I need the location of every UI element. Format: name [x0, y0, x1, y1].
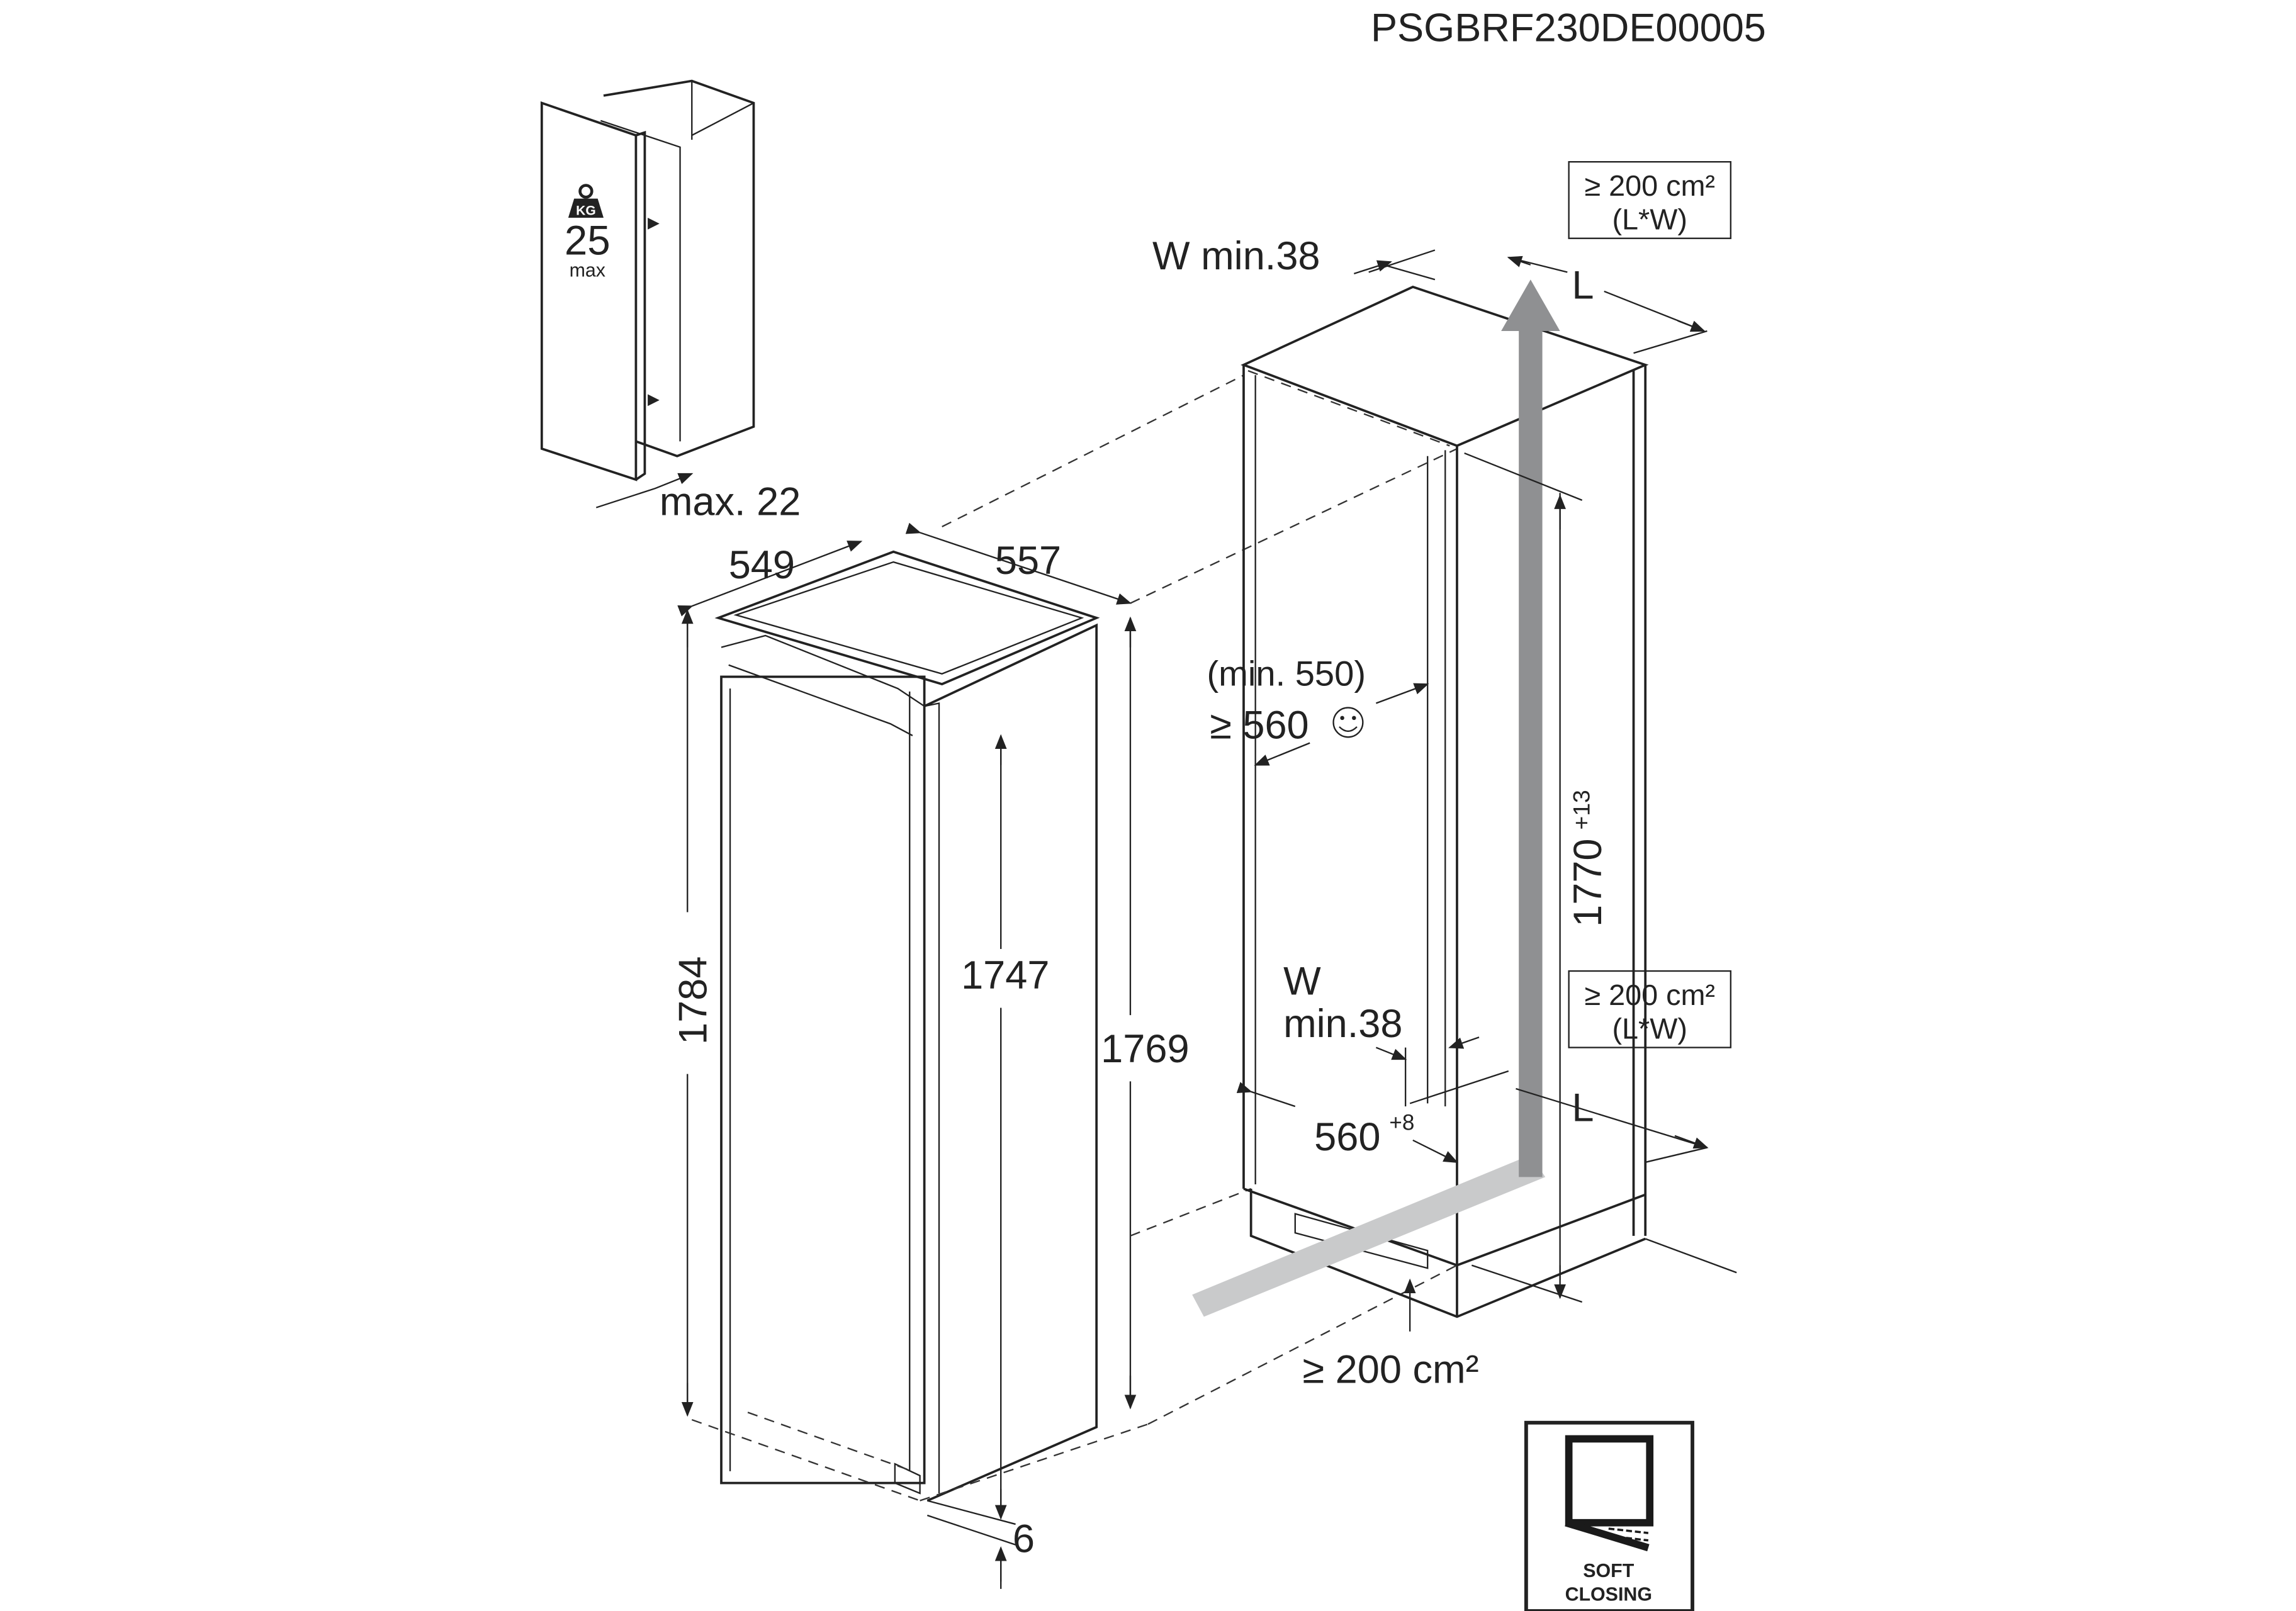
door-panel-illustration: KG 25 max max. 22 [540, 79, 801, 524]
weight-unit: max [570, 260, 605, 281]
niche-w-top: W min.38 [1152, 234, 1320, 278]
niche-height: 1770 [1566, 838, 1610, 926]
projection-lines [942, 374, 1458, 1425]
niche-width-tolerance: +8 [1389, 1111, 1414, 1135]
weight-icon-label: KG [576, 203, 596, 218]
badge-line2: CLOSING [1565, 1584, 1652, 1605]
vent-mid-area: ≥ 200 cm² [1584, 979, 1715, 1011]
niche-height-tolerance: +13 [1568, 790, 1594, 829]
niche-w-bottom-value: min.38 [1283, 1002, 1402, 1046]
door-max-thickness: max. 22 [660, 480, 801, 524]
weight-icon: KG [568, 184, 604, 218]
vent-top-box [1568, 161, 1731, 239]
niche-w-bottom-label: W [1283, 959, 1321, 1003]
vent-mid-box [1568, 970, 1731, 1048]
mount-arrow-icon [648, 218, 660, 407]
appliance-depth: 549 [729, 543, 795, 587]
niche-min-depth: ≥ 560 [1210, 704, 1308, 748]
vent-bottom-area: ≥ 200 cm² [1302, 1348, 1478, 1392]
appliance-height-side: 1769 [1101, 1027, 1189, 1071]
niche-width: 560 [1314, 1115, 1380, 1159]
niche-l-bottom: L [1572, 1086, 1594, 1130]
door-icon [1565, 1435, 1654, 1527]
appliance-illustration: 549 557 1784 1747 1769 6 [672, 522, 1190, 1589]
vent-mid-formula: (L*W) [1612, 1013, 1687, 1045]
niche-min-depth-alt: (min. 550) [1207, 653, 1366, 693]
document-code: PSGBRF230DE00005 [1371, 6, 1766, 50]
soft-closing-badge: SOFT CLOSING [1524, 1420, 1694, 1611]
smiley-icon [1332, 707, 1364, 738]
weight-value: 25 [565, 217, 611, 263]
vent-top-formula: (L*W) [1612, 203, 1687, 236]
appliance-bottom-gap: 6 [1013, 1517, 1035, 1561]
appliance-width: 557 [995, 539, 1061, 583]
appliance-height-total: 1784 [672, 957, 716, 1045]
airflow-in-arrow [1192, 1155, 1546, 1317]
appliance-height-inner: 1747 [961, 953, 1049, 997]
airflow-up-arrow [1501, 279, 1560, 1177]
vent-top-area: ≥ 200 cm² [1584, 169, 1715, 202]
niche-l-top: L [1572, 264, 1594, 308]
niche-illustration: W min.38 L ≥ 200 cm² (L*W) (min. 550) ≥ … [1152, 161, 1737, 1392]
badge-line1: SOFT [1583, 1560, 1634, 1581]
